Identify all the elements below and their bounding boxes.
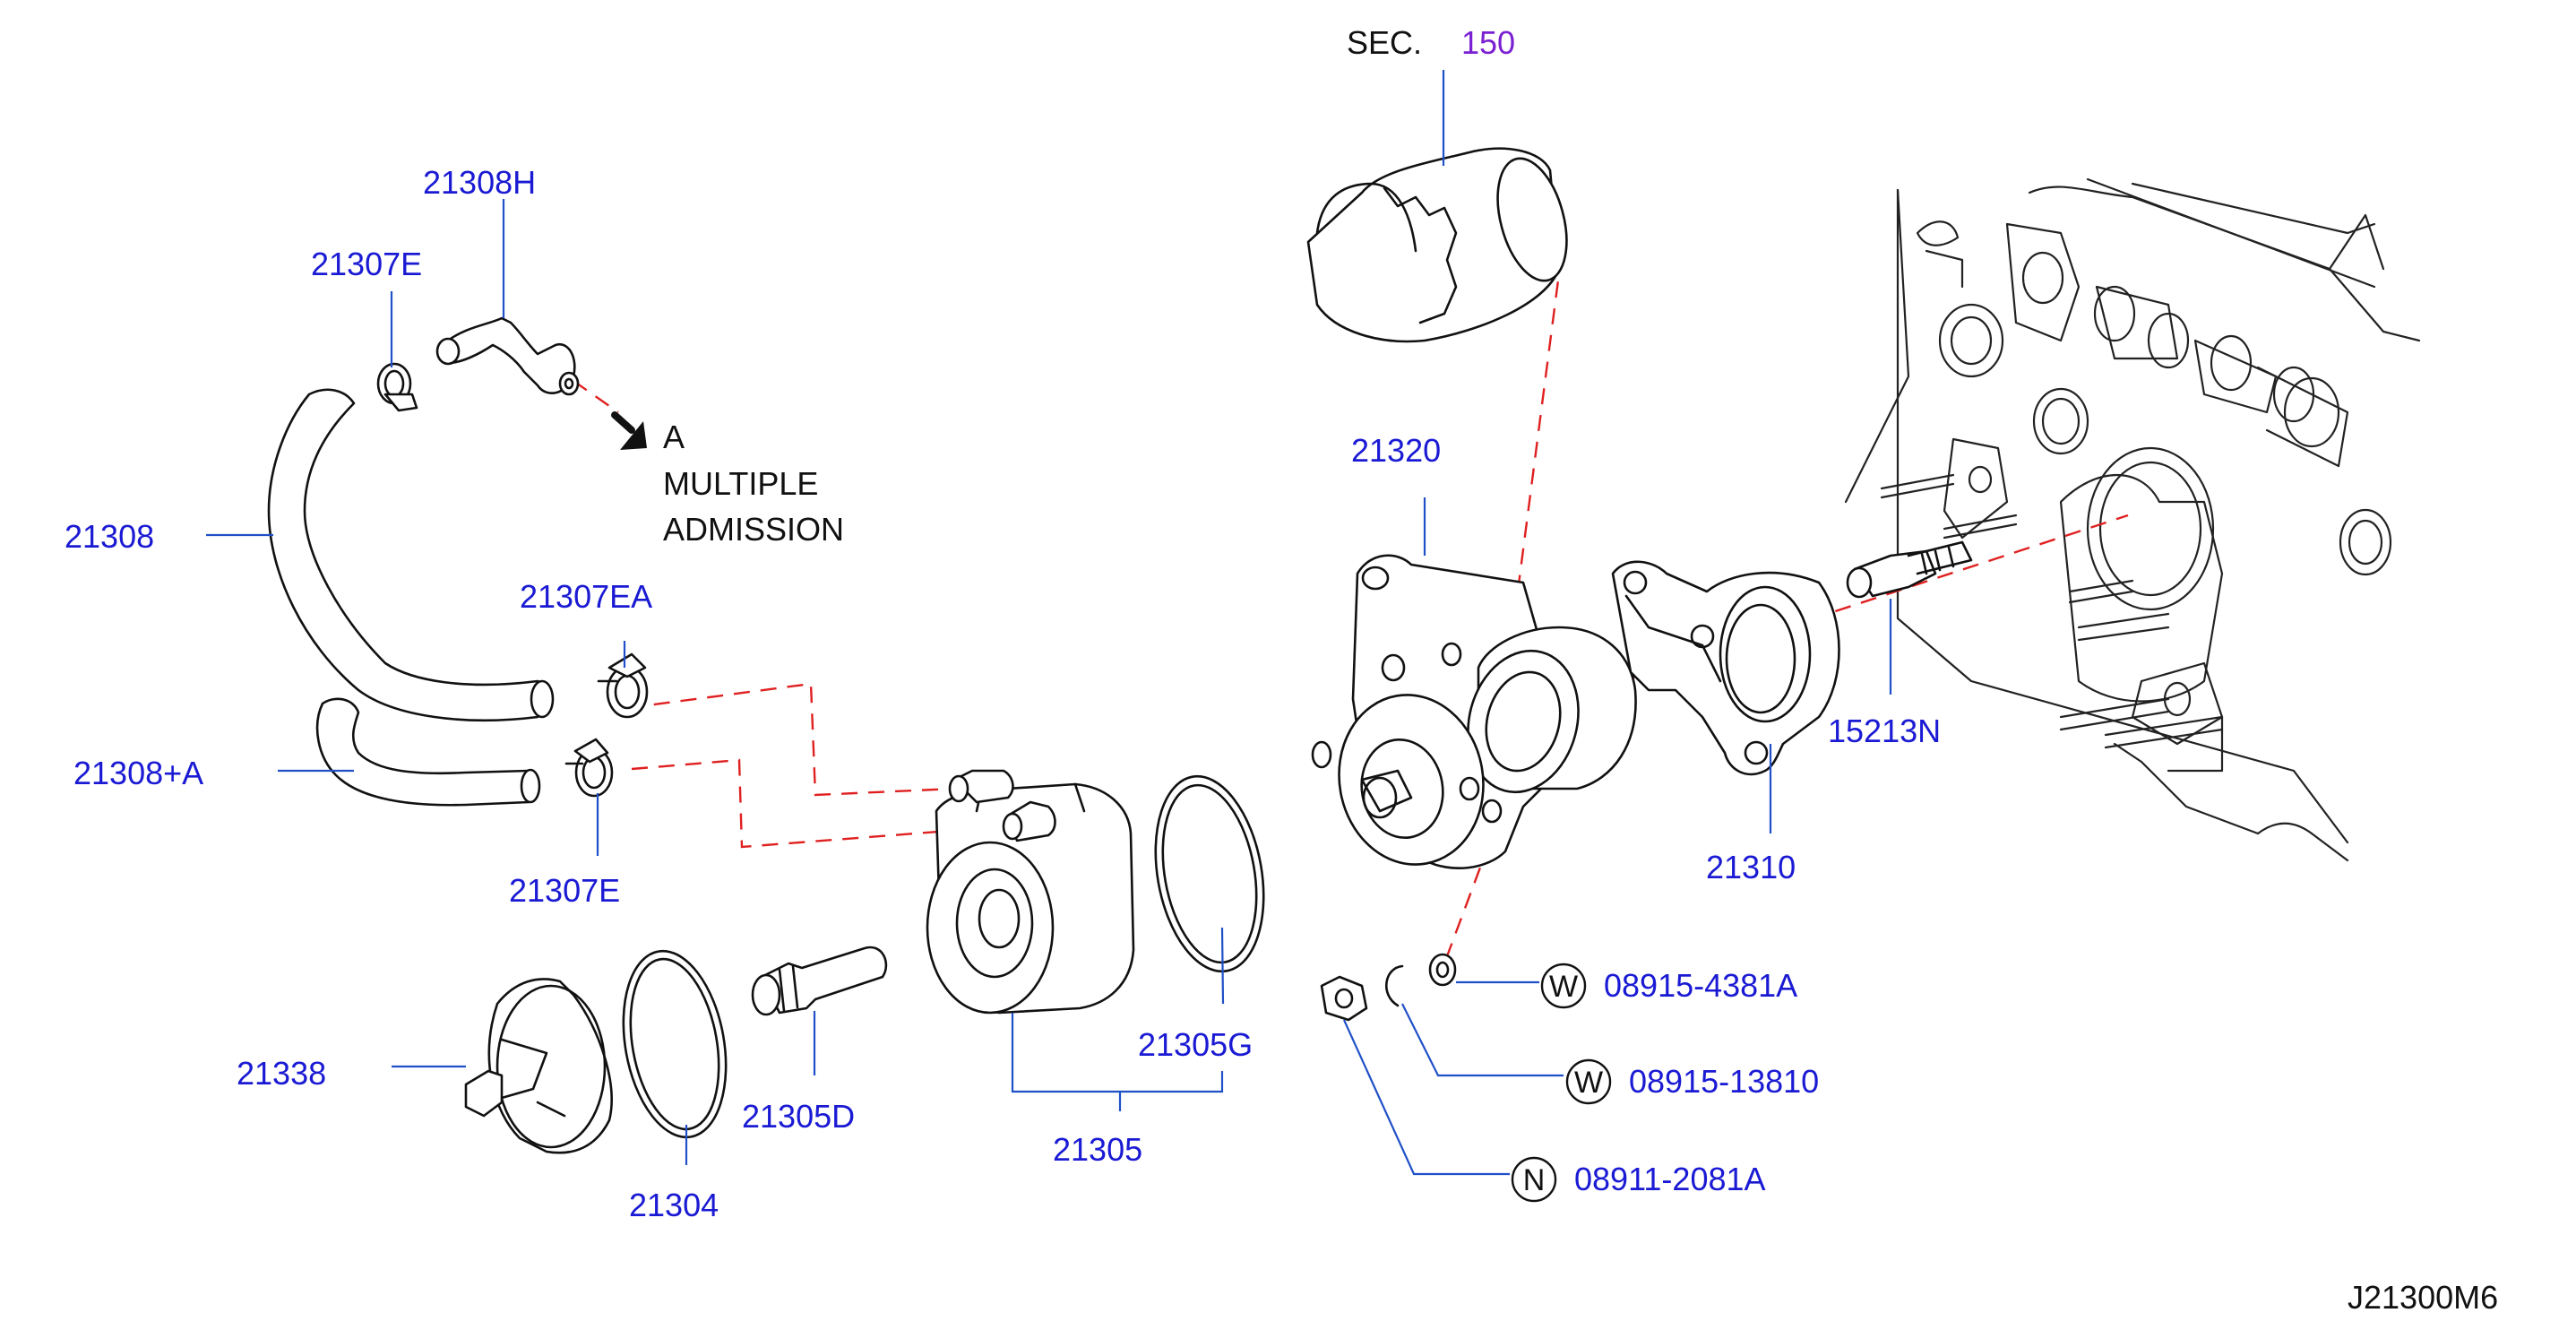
connector-21305d (751, 946, 888, 1016)
oil-filter-bracket (1311, 554, 1637, 869)
hose-21308 (267, 388, 555, 722)
hardware-part-number[interactable]: 08911-2081A (1574, 1161, 1766, 1197)
label-21305d[interactable]: 21305D (742, 1098, 855, 1135)
label-21305g[interactable]: 21305G (1138, 1026, 1253, 1063)
sec-prefix: SEC. (1347, 24, 1422, 61)
oil-filter (1306, 147, 1568, 343)
cover-21338 (464, 978, 613, 1154)
hardware-symbol: N (1523, 1163, 1546, 1197)
note-line2: ADMISSION (663, 511, 844, 548)
label-21308[interactable]: 21308 (65, 518, 154, 555)
label-21307ea[interactable]: 21307EA (520, 578, 652, 615)
hose-21308h (435, 316, 580, 396)
label-21338[interactable]: 21338 (237, 1055, 326, 1092)
label-21304[interactable]: 21304 (629, 1187, 719, 1223)
hardware-symbol-circle (1540, 963, 1587, 1009)
note-letter: A (663, 419, 685, 455)
hardware-symbol: W (1549, 970, 1578, 1004)
note-line1: MULTIPLE (663, 465, 818, 502)
gasket-21305g (1154, 774, 1265, 973)
label-21307e-top[interactable]: 21307E (311, 246, 422, 282)
labels: SEC. 150 21308H 21307E 21308 21307EA 213… (65, 24, 2498, 1316)
stud-bolt (1846, 540, 1973, 599)
leader-lines (206, 70, 1892, 1176)
label-21308a[interactable]: 21308+A (73, 755, 203, 791)
label-21310[interactable]: 21310 (1706, 849, 1796, 885)
direction-arrow (611, 411, 647, 450)
hardware-symbol-circle (1511, 1156, 1557, 1203)
sec-number[interactable]: 150 (1461, 24, 1515, 61)
lock-washer-08915-13810 (1384, 964, 1404, 1007)
hardware-part-number[interactable]: 08915-13810 (1629, 1063, 1819, 1100)
hardware-part-number[interactable]: 08915-4381A (1604, 967, 1797, 1004)
hose-21308a (315, 697, 541, 807)
washer-08915-4381a (1428, 953, 1457, 987)
oil-cooler (926, 769, 1135, 1015)
engine-block-illustration (1844, 177, 2421, 862)
label-21320[interactable]: 21320 (1351, 432, 1441, 469)
hardware-symbol-circle (1565, 1058, 1612, 1105)
label-21307e-low[interactable]: 21307E (509, 872, 620, 909)
clamp-21307ea (597, 652, 649, 719)
clamp-21307e-upper (376, 362, 418, 412)
diagram-code: J21300M6 (2348, 1279, 2498, 1316)
label-21305[interactable]: 21305 (1053, 1131, 1142, 1168)
label-15213n[interactable]: 15213N (1828, 712, 1941, 749)
hardware-symbol: W (1574, 1066, 1603, 1100)
nut-08911-2081a (1320, 975, 1368, 1022)
gasket-21304 (622, 949, 728, 1139)
label-21308h[interactable]: 21308H (423, 164, 536, 201)
clamp-21307e-lower (564, 738, 614, 798)
bracket-gasket (1611, 560, 1840, 776)
